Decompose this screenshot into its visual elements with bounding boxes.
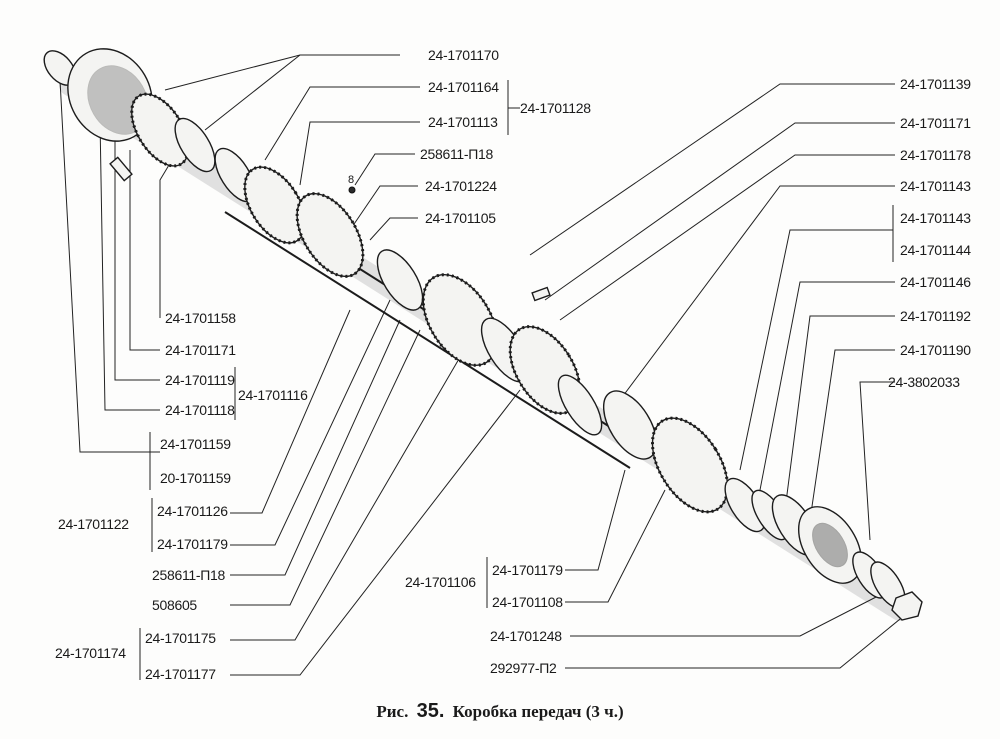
label-24-1701159: 24-1701159 [160, 436, 231, 452]
label-24-1701164: 24-1701164 [428, 79, 499, 95]
label-24-1701105: 24-1701105 [425, 210, 496, 226]
label-24-1701128: 24-1701128 [520, 100, 591, 116]
label-24-1701179-bottom: 24-1701179 [492, 562, 563, 578]
label-24-1701158: 24-1701158 [165, 310, 236, 326]
label-24-1701179-left: 24-1701179 [157, 536, 228, 552]
label-508605: 508605 [152, 597, 197, 613]
label-24-1701118: 24-1701118 [165, 402, 235, 418]
parts [43, 48, 923, 621]
label-24-1701143-a: 24-1701143 [900, 178, 971, 194]
label-24-1701126: 24-1701126 [157, 503, 228, 519]
label-24-1701174: 24-1701174 [55, 645, 126, 661]
label-24-1701116: 24-1701116 [238, 387, 308, 403]
label-24-1701122: 24-1701122 [58, 516, 129, 532]
label-24-1701143-b: 24-1701143 [900, 210, 971, 226]
label-24-1701119: 24-1701119 [165, 372, 235, 388]
label-258611-p18-top: 258611-П18 [420, 146, 493, 162]
label-24-1701108: 24-1701108 [492, 594, 563, 610]
label-20-1701159: 20-1701159 [160, 470, 231, 486]
caption-prefix: Рис. [376, 702, 409, 721]
label-24-1701139: 24-1701139 [900, 76, 971, 92]
label-24-1701190: 24-1701190 [900, 342, 971, 358]
label-small-8: 8 [348, 174, 354, 186]
leader-lines [59, 54, 906, 680]
label-292977-p2: 292977-П2 [490, 660, 557, 676]
caption-title: Коробка передач (3 ч.) [452, 702, 624, 721]
label-258611-p18-left: 258611-П18 [152, 567, 225, 583]
label-24-1701175: 24-1701175 [145, 630, 216, 646]
label-24-1701192: 24-1701192 [900, 308, 971, 324]
figure-caption: Рис. 35. Коробка передач (3 ч.) [0, 700, 1000, 723]
label-24-1701248: 24-1701248 [490, 628, 562, 644]
label-24-1701144: 24-1701144 [900, 242, 971, 258]
label-24-1701177: 24-1701177 [145, 666, 216, 682]
label-24-3802033: 24-3802033 [888, 374, 960, 390]
label-24-1701178: 24-1701178 [900, 147, 971, 163]
label-24-1701113: 24-1701113 [428, 114, 498, 130]
label-24-1701171-right: 24-1701171 [900, 115, 971, 131]
label-24-1701224: 24-1701224 [425, 178, 497, 194]
label-24-1701170: 24-1701170 [428, 47, 499, 63]
caption-number: 35. [416, 700, 445, 722]
label-24-1701106: 24-1701106 [405, 574, 476, 590]
label-24-1701146: 24-1701146 [900, 274, 971, 290]
label-24-1701171-left: 24-1701171 [165, 342, 236, 358]
